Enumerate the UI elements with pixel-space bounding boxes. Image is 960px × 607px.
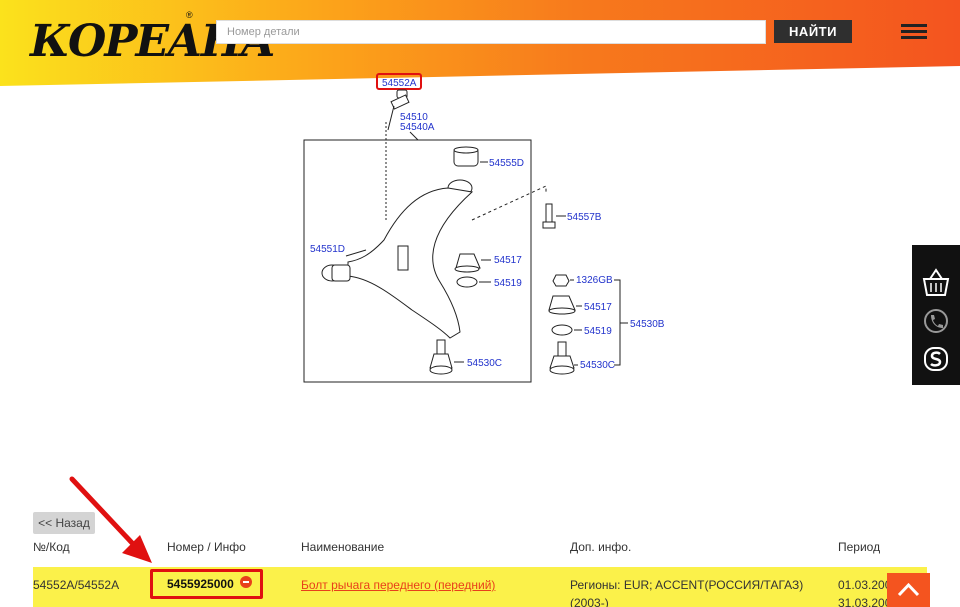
- label-54519-a[interactable]: 54519: [494, 278, 522, 289]
- registered-mark: ®: [186, 10, 193, 20]
- row-part-name-link[interactable]: Болт рычага переднего (передний): [301, 578, 496, 592]
- column-header-number: Номер / Инфо: [167, 540, 246, 554]
- bushing-54555d-shape: [453, 146, 479, 167]
- label-54530c-a[interactable]: 54530C: [467, 358, 502, 369]
- back-button[interactable]: << Назад: [33, 512, 95, 534]
- label-54540a[interactable]: 54540A: [400, 122, 435, 133]
- hamburger-icon[interactable]: [901, 24, 927, 40]
- label-54551d[interactable]: 54551D: [310, 244, 345, 255]
- row-period-start: 01.03.200: [838, 578, 892, 592]
- row-info-line1: Регионы: EUR; ACCENT(РОССИЯ/ТАГАЗ): [570, 578, 804, 592]
- label-54519-b[interactable]: 54519: [584, 326, 612, 337]
- logo[interactable]: КОРЕАНА: [30, 16, 276, 67]
- column-header-info: Доп. инфо.: [570, 540, 632, 554]
- info-icon[interactable]: [240, 576, 252, 588]
- annotation-arrow: [69, 476, 152, 563]
- row-part-number[interactable]: 5455925000: [167, 577, 234, 591]
- contact-side-panel: [912, 245, 960, 385]
- table-row: [33, 567, 927, 607]
- nut-1326gb-shape: [552, 274, 570, 287]
- column-header-period: Период: [838, 540, 881, 554]
- label-54557b[interactable]: 54557B: [567, 212, 602, 223]
- search-input[interactable]: [216, 20, 766, 44]
- basket-icon[interactable]: [918, 265, 954, 301]
- ball-joint-54530c-b-shape: [549, 341, 575, 375]
- ball-joint-54530c-a-shape: [429, 339, 453, 375]
- label-54530c-b[interactable]: 54530C: [580, 360, 615, 371]
- label-54517-a[interactable]: 54517: [494, 255, 522, 266]
- label-1326gb[interactable]: 1326GB: [576, 275, 613, 286]
- highlight-54552a: [376, 73, 422, 90]
- chevron-up-icon: [897, 582, 920, 597]
- row-period-end: 31.03.200: [838, 596, 892, 607]
- bolt-54557b-shape: [542, 203, 556, 229]
- label-54517-b[interactable]: 54517: [584, 302, 612, 313]
- scroll-top-button[interactable]: [887, 573, 930, 607]
- bolt-54552a-shape: [390, 89, 410, 110]
- column-header-code: №/Код: [33, 540, 70, 554]
- label-54552a[interactable]: 54552A: [382, 78, 417, 89]
- skype-icon[interactable]: [918, 341, 954, 377]
- phone-icon[interactable]: [918, 303, 954, 339]
- row-info-line2: (2003-): [570, 596, 609, 607]
- ring-54519b-shape: [551, 324, 573, 336]
- boot-54517a-shape: [454, 253, 481, 273]
- boot-54517b-shape: [548, 295, 576, 315]
- label-54555d[interactable]: 54555D: [489, 158, 524, 169]
- ring-54519a-shape: [456, 276, 478, 288]
- highlight-part-number: [150, 569, 263, 599]
- label-54530b[interactable]: 54530B: [630, 319, 665, 330]
- control-arm-shape: [321, 179, 474, 339]
- assembly-frame: [303, 139, 532, 383]
- label-54510[interactable]: 54510: [400, 112, 428, 123]
- row-code: 54552A/54552A: [33, 578, 120, 592]
- parts-diagram: 54552A 54510 54540A 54555D 54551D 54557B…: [303, 73, 665, 383]
- column-header-name: Наименование: [301, 540, 385, 554]
- search-button[interactable]: НАЙТИ: [774, 20, 852, 43]
